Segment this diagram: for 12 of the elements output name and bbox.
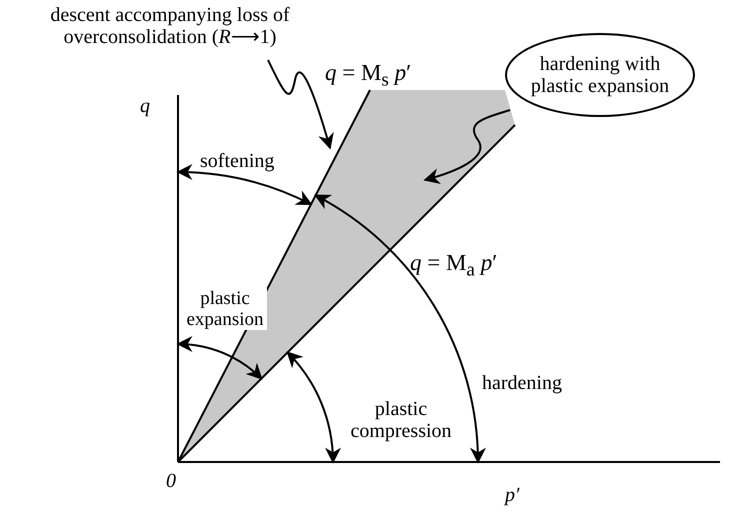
callout-label: hardening with plastic expansion [530, 53, 670, 97]
equation-label: q = M$_{s}$ p′ [325, 62, 412, 92]
axis-label: q [140, 95, 150, 117]
region-label: hardening [482, 372, 562, 394]
region-label: plastic compression [349, 398, 453, 442]
region-label: softening [200, 150, 274, 172]
leader-arrow [267, 60, 334, 150]
axis-label: p′ [505, 484, 520, 506]
callout-text: descent accompanying loss of overconsolidation (R⟶1) [5, 4, 335, 48]
leader-arrow [423, 109, 510, 184]
origin-label: 0 [166, 470, 176, 492]
equation-label: q = M$_{a}$ p′ [410, 252, 498, 282]
